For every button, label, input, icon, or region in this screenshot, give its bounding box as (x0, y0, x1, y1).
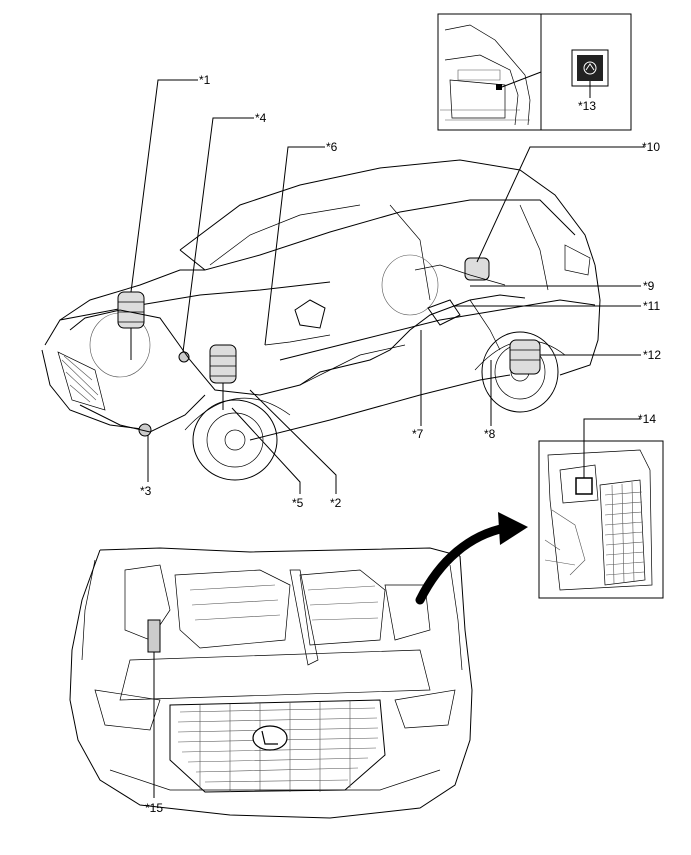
relay-highlight (575, 477, 593, 495)
callout-10: *10 (642, 140, 660, 154)
callout-7: *7 (412, 427, 424, 441)
vehicle-body (41, 159, 601, 481)
callout-4: *4 (255, 111, 267, 125)
height-control-switch (577, 55, 603, 81)
height-control-switch-icon (583, 61, 597, 75)
callout-13: *13 (578, 99, 596, 113)
suspension-components (69, 257, 541, 437)
callout-6: *6 (326, 140, 338, 154)
callout-9: *9 (643, 279, 655, 293)
callout-14: *14 (638, 412, 656, 426)
inset-relay-box: *14 (538, 412, 664, 599)
callout-1: *1 (199, 73, 211, 87)
callout-12: *12 (643, 348, 661, 362)
callout-5: *5 (292, 496, 304, 510)
callout-3: *3 (140, 484, 152, 498)
engine-bay-view: *15 (69, 547, 473, 819)
callout-2: *2 (330, 496, 342, 510)
callout-leaders (130, 79, 645, 494)
callout-15: *15 (145, 801, 163, 815)
inset-cargo-area: *13 (437, 13, 632, 131)
callout-11: *11 (643, 299, 660, 313)
curved-arrow-icon (415, 512, 528, 605)
lexus-emblem-icon (252, 725, 288, 751)
switch-location-marker (496, 84, 502, 90)
callout-8: *8 (484, 427, 496, 441)
